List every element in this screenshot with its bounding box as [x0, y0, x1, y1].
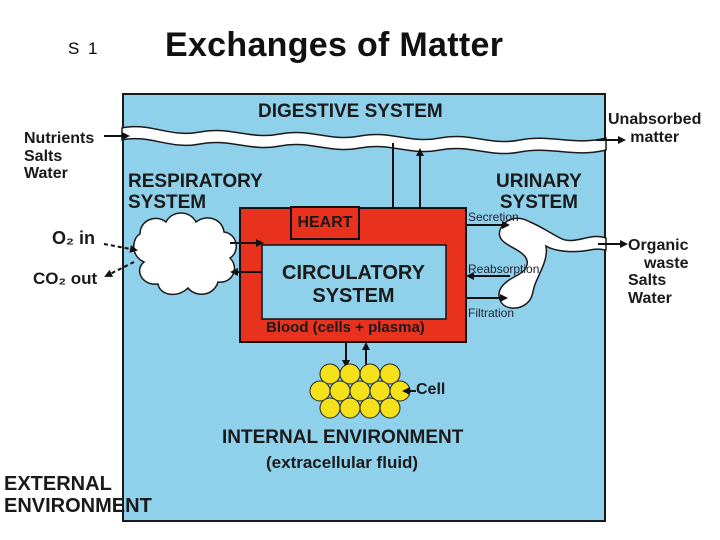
digestive-system-label: DIGESTIVE SYSTEM [258, 101, 443, 122]
nutrients-line-2: Salts [24, 147, 63, 165]
heart-label: HEART [290, 206, 360, 240]
urinary-out-line-2: waste [644, 254, 689, 272]
o2-arrow [103, 243, 138, 253]
internal-environment-label: INTERNAL ENVIRONMENT [222, 427, 464, 448]
filtration-label: Filtration [468, 306, 515, 320]
respiratory-line-2: SYSTEM [128, 191, 207, 213]
urinary-line-2: SYSTEM [499, 191, 578, 213]
nutrients-line-1: Nutrients [24, 130, 95, 147]
nutrients-line-3: Water [24, 165, 68, 183]
co2-out-label: CO₂ out [33, 269, 98, 288]
blood-label: Blood (cells + plasma) [266, 319, 425, 336]
cell-label: Cell [416, 381, 446, 398]
external-environment-label: EXTERNAL ENVIRONMENT [4, 473, 152, 517]
nephron [498, 217, 607, 309]
urinary-line-1: URINARY [496, 171, 582, 192]
urinary-out-line-3: Salts [628, 272, 667, 290]
secretion-label: Secretion [468, 210, 519, 224]
o2-in-label: O₂ in [52, 228, 95, 248]
internal-environment-subtitle: (extracellular fluid) [266, 453, 419, 472]
reabsorption-label: Reabsorption [468, 262, 540, 276]
external-line-1: EXTERNAL [4, 473, 112, 495]
cell-cluster [309, 363, 411, 419]
unabsorbed-line-2: matter [630, 128, 680, 146]
circulatory-line-1: CIRCULATORY [282, 262, 425, 284]
urinary-system-label: URINARY SYSTEM [496, 171, 582, 214]
unabsorbed-output-label: Unabsorbed matter [608, 111, 701, 146]
respiratory-system-label: RESPIRATORY SYSTEM [128, 171, 263, 214]
nutrients-input-label: Nutrients Salts Water [24, 130, 94, 183]
slide-number: S 1 [68, 39, 100, 58]
urinary-output-label: Organic waste Salts Water [628, 237, 688, 307]
urinary-out-line-1: Organic [628, 237, 689, 254]
circulatory-inner [261, 244, 447, 320]
respiratory-line-1: RESPIRATORY [128, 171, 263, 192]
unabsorbed-line-1: Unabsorbed [608, 111, 702, 128]
circulatory-system-label: CIRCULATORY SYSTEM [282, 262, 425, 308]
page-title: Exchanges of Matter [165, 26, 504, 64]
external-line-2: ENVIRONMENT [4, 494, 152, 517]
urinary-out-line-4: Water [628, 289, 672, 307]
co2-arrow [104, 261, 135, 277]
lung [133, 212, 237, 296]
circulatory-line-2: SYSTEM [312, 285, 395, 307]
digestive-tract [121, 125, 607, 155]
